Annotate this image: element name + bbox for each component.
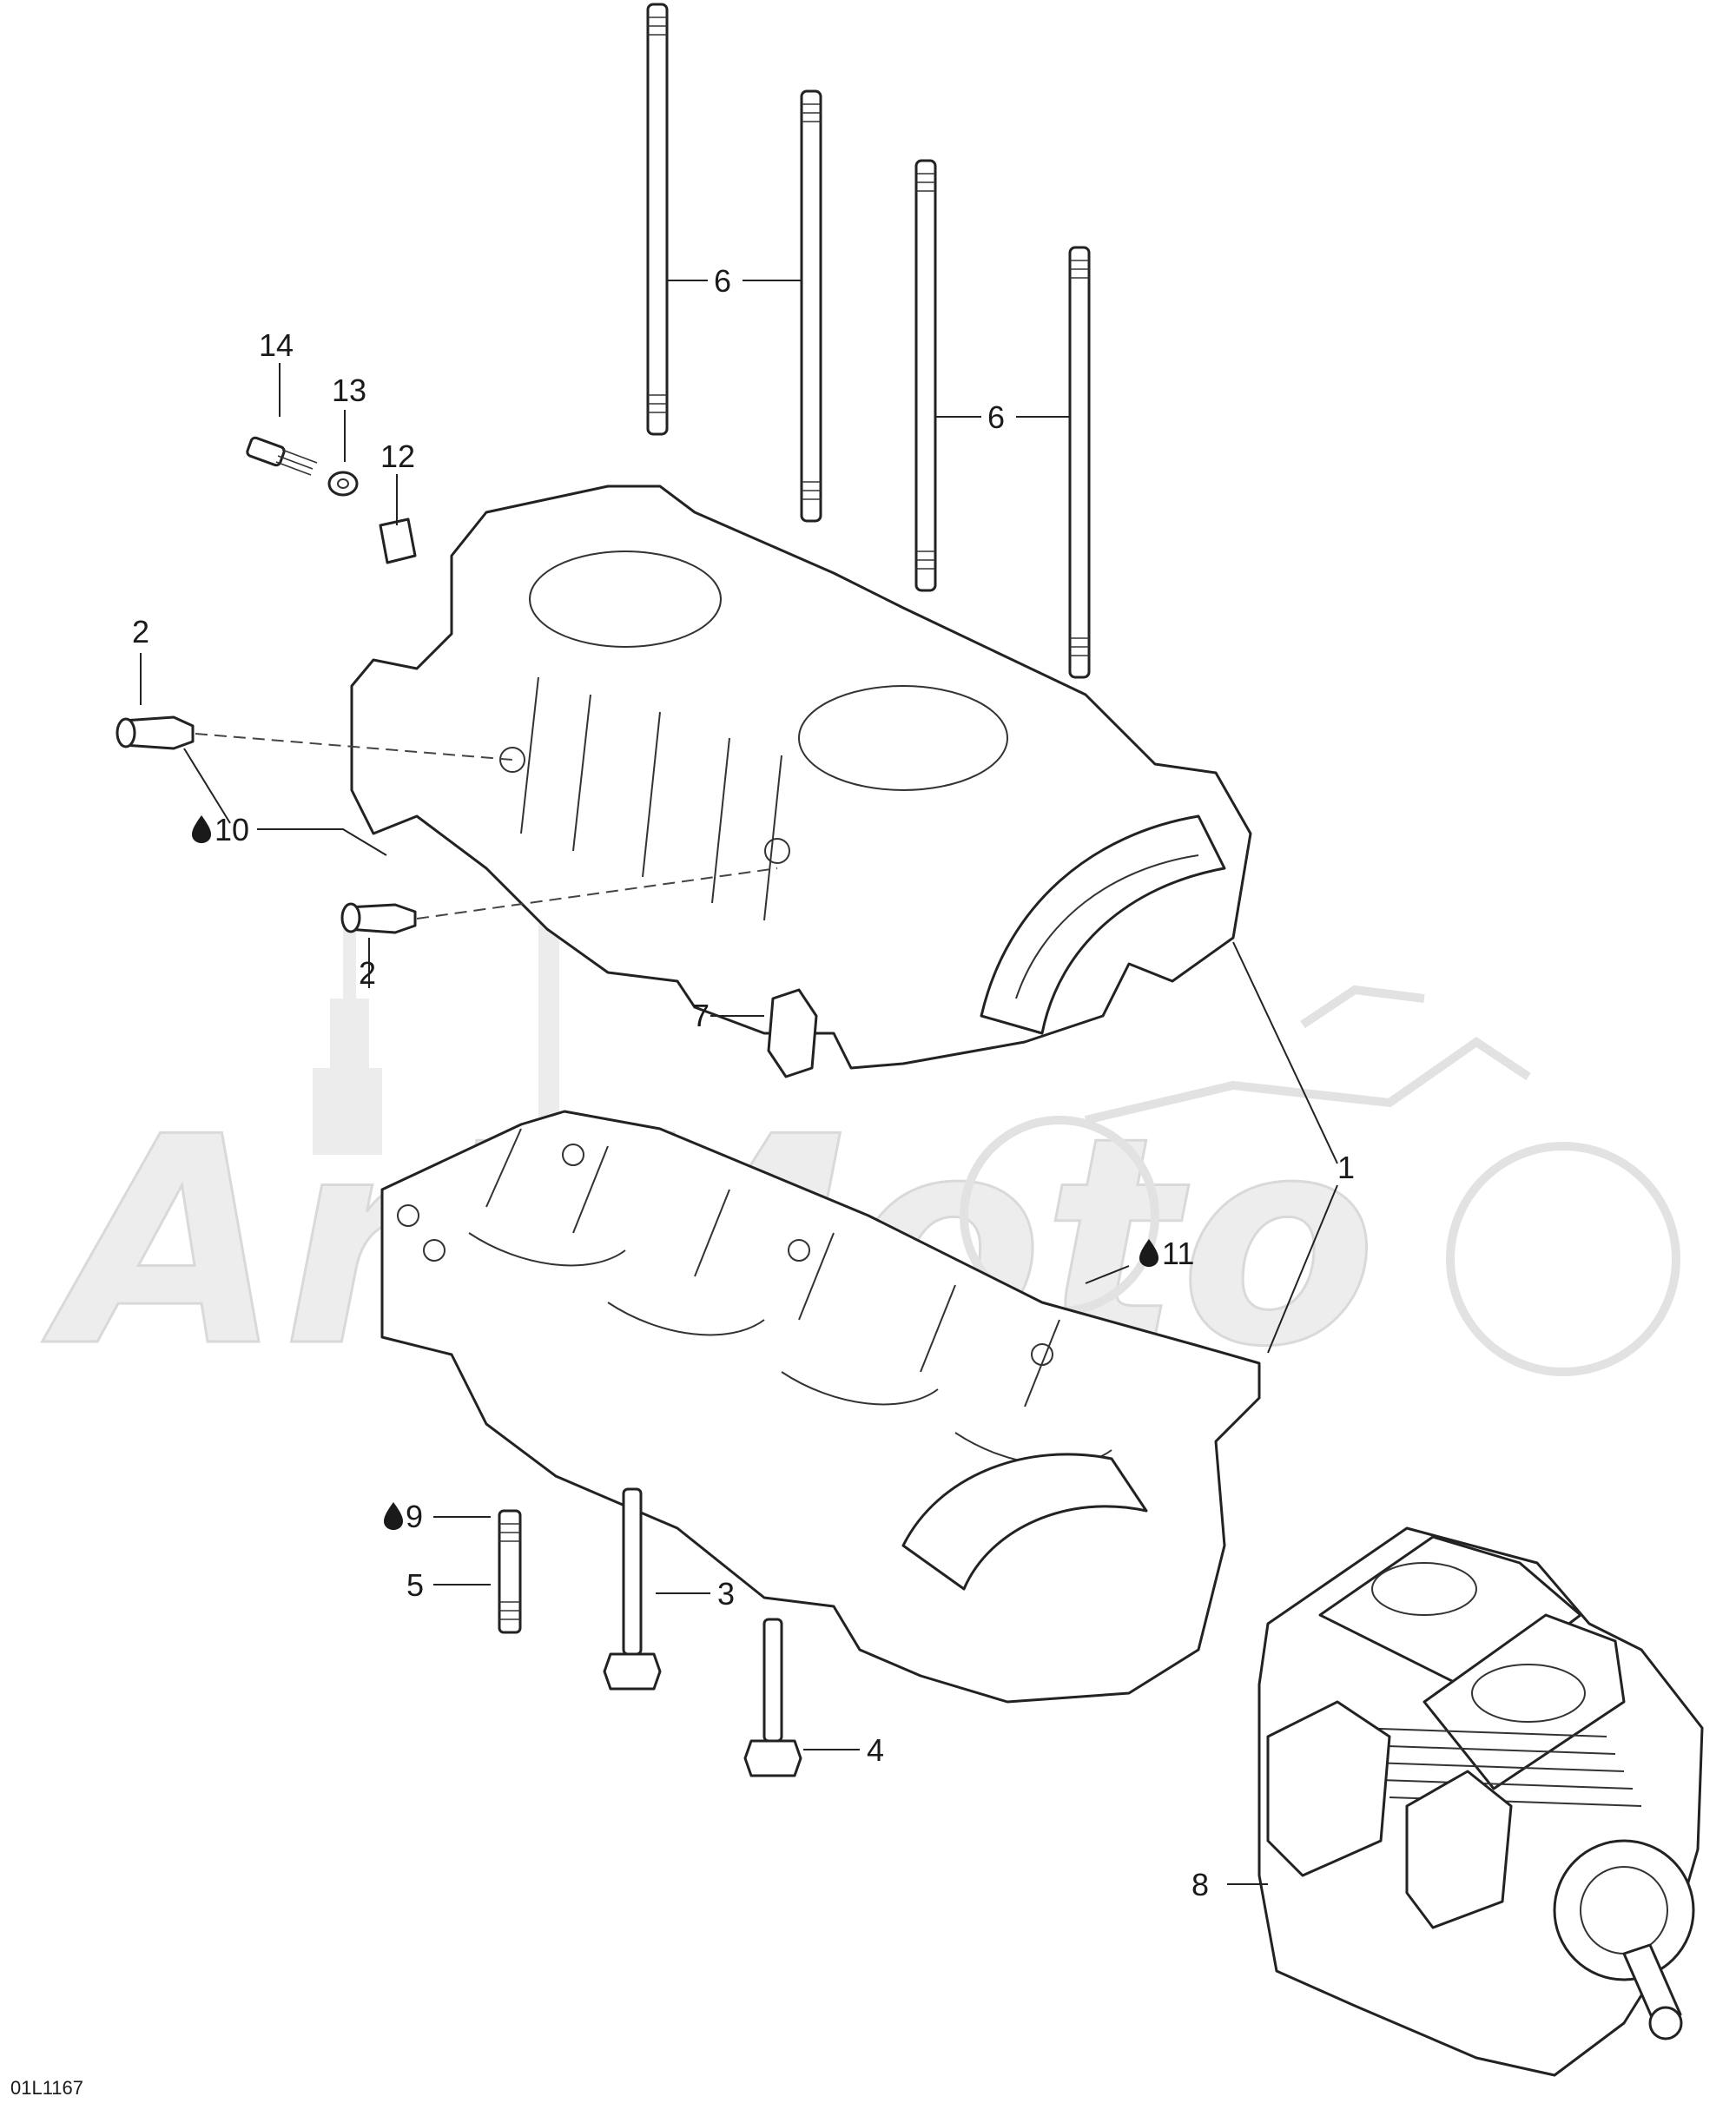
callout-4: 4 (867, 1732, 884, 1768)
callout-12: 12 (380, 438, 415, 474)
bolt-shaft-4 (762, 1618, 783, 1743)
callouts: 6 6 14 13 12 2 10 2 7 1 11 9 5 3 4 8 01L… (10, 263, 1355, 2099)
engine-assembly (1257, 1526, 1704, 2077)
seal-part-7 (767, 988, 818, 1078)
callout-3: 3 (717, 1576, 735, 1612)
bolt-shaft-3 (622, 1487, 643, 1656)
cap-part-12 (379, 518, 417, 564)
callout-13: 13 (332, 372, 366, 408)
callout-8: 8 (1191, 1867, 1209, 1902)
callout-2a: 2 (132, 614, 149, 649)
callout-7: 7 (692, 998, 710, 1033)
small-parts (246, 436, 417, 564)
stud-4 (1068, 246, 1091, 679)
alignment-lines (195, 733, 778, 920)
stud-part-5 (498, 1509, 522, 1634)
figure-code: 01L1167 (10, 2077, 83, 2099)
oil-drop-icon (192, 815, 211, 843)
fittings (116, 715, 417, 934)
callout-9: 9 (406, 1499, 423, 1534)
upper-crankcase (350, 485, 1252, 1078)
callout-5: 5 (406, 1567, 424, 1603)
leader-lines (140, 280, 1338, 1885)
lower-crankcase (380, 1110, 1261, 1704)
callout-2b: 2 (359, 955, 376, 991)
callout-1: 1 (1337, 1150, 1355, 1185)
long-studs (646, 3, 1091, 679)
stud-1 (646, 3, 669, 436)
callout-11: 11 (1162, 1236, 1194, 1271)
bolt-head-part-4 (743, 1739, 802, 1777)
bolts (498, 1487, 802, 1777)
oil-drop-icon (384, 1502, 403, 1530)
callout-10: 10 (215, 812, 249, 847)
oil-drop-icon (1139, 1239, 1158, 1267)
stud-3 (914, 159, 937, 592)
callout-6b: 6 (987, 399, 1005, 435)
callout-6a: 6 (714, 263, 731, 299)
screw-part-14 (246, 436, 286, 467)
washer-part-13 (327, 471, 359, 497)
callout-14: 14 (259, 327, 294, 363)
stud-2 (800, 89, 822, 523)
bolt-head-part-3 (603, 1652, 662, 1691)
